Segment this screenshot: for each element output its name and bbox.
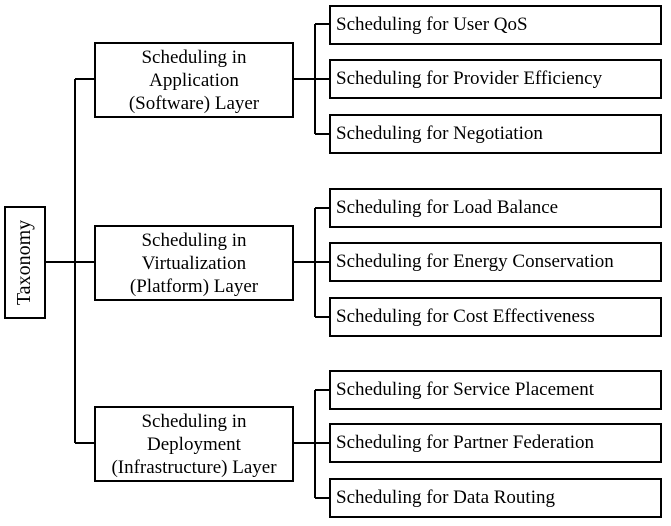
leaf-label: Scheduling for Provider Efficiency (336, 68, 603, 89)
layer-node-deployment: Scheduling in Deployment (Infrastructure… (94, 406, 294, 482)
leaf-label: Scheduling for Partner Federation (336, 432, 595, 453)
leaf-node-energy-conservation: Scheduling for Energy Conservation (329, 242, 662, 282)
layer-line: Deployment (147, 433, 241, 455)
leaf-label: Scheduling for Data Routing (336, 487, 555, 508)
leaf-label: Scheduling for Load Balance (336, 197, 559, 218)
leaf-node-service-placement: Scheduling for Service Placement (329, 370, 662, 410)
leaf-label: Scheduling for Service Placement (336, 379, 595, 400)
leaf-node-cost-effectiveness: Scheduling for Cost Effectiveness (329, 297, 662, 337)
leaf-label: Scheduling for Energy Conservation (336, 251, 614, 272)
layer-line: Scheduling in (141, 410, 247, 432)
layer-line: Virtualization (141, 252, 247, 274)
layer-line: (Platform) Layer (129, 275, 259, 297)
root-node: Taxonomy (4, 206, 46, 319)
leaf-node-load-balance: Scheduling for Load Balance (329, 188, 662, 228)
leaf-node-negotiation: Scheduling for Negotiation (329, 114, 662, 154)
leaf-label: Scheduling for User QoS (336, 14, 528, 35)
root-label: Taxonomy (13, 219, 36, 306)
layer-line: Scheduling in (141, 229, 247, 251)
leaf-node-data-routing: Scheduling for Data Routing (329, 478, 662, 518)
leaf-node-provider-efficiency: Scheduling for Provider Efficiency (329, 59, 662, 99)
layer-line: Application (149, 69, 239, 91)
layer-node-virtualization: Scheduling in Virtualization (Platform) … (94, 225, 294, 301)
leaf-node-partner-federation: Scheduling for Partner Federation (329, 423, 662, 463)
layer-line: Scheduling in (141, 46, 247, 68)
leaf-label: Scheduling for Negotiation (336, 123, 543, 144)
layer-node-application: Scheduling in Application (Software) Lay… (94, 42, 294, 118)
layer-line: (Infrastructure) Layer (111, 456, 277, 478)
leaf-node-user-qos: Scheduling for User QoS (329, 5, 662, 45)
layer-line: (Software) Layer (128, 92, 260, 114)
leaf-label: Scheduling for Cost Effectiveness (336, 306, 595, 327)
